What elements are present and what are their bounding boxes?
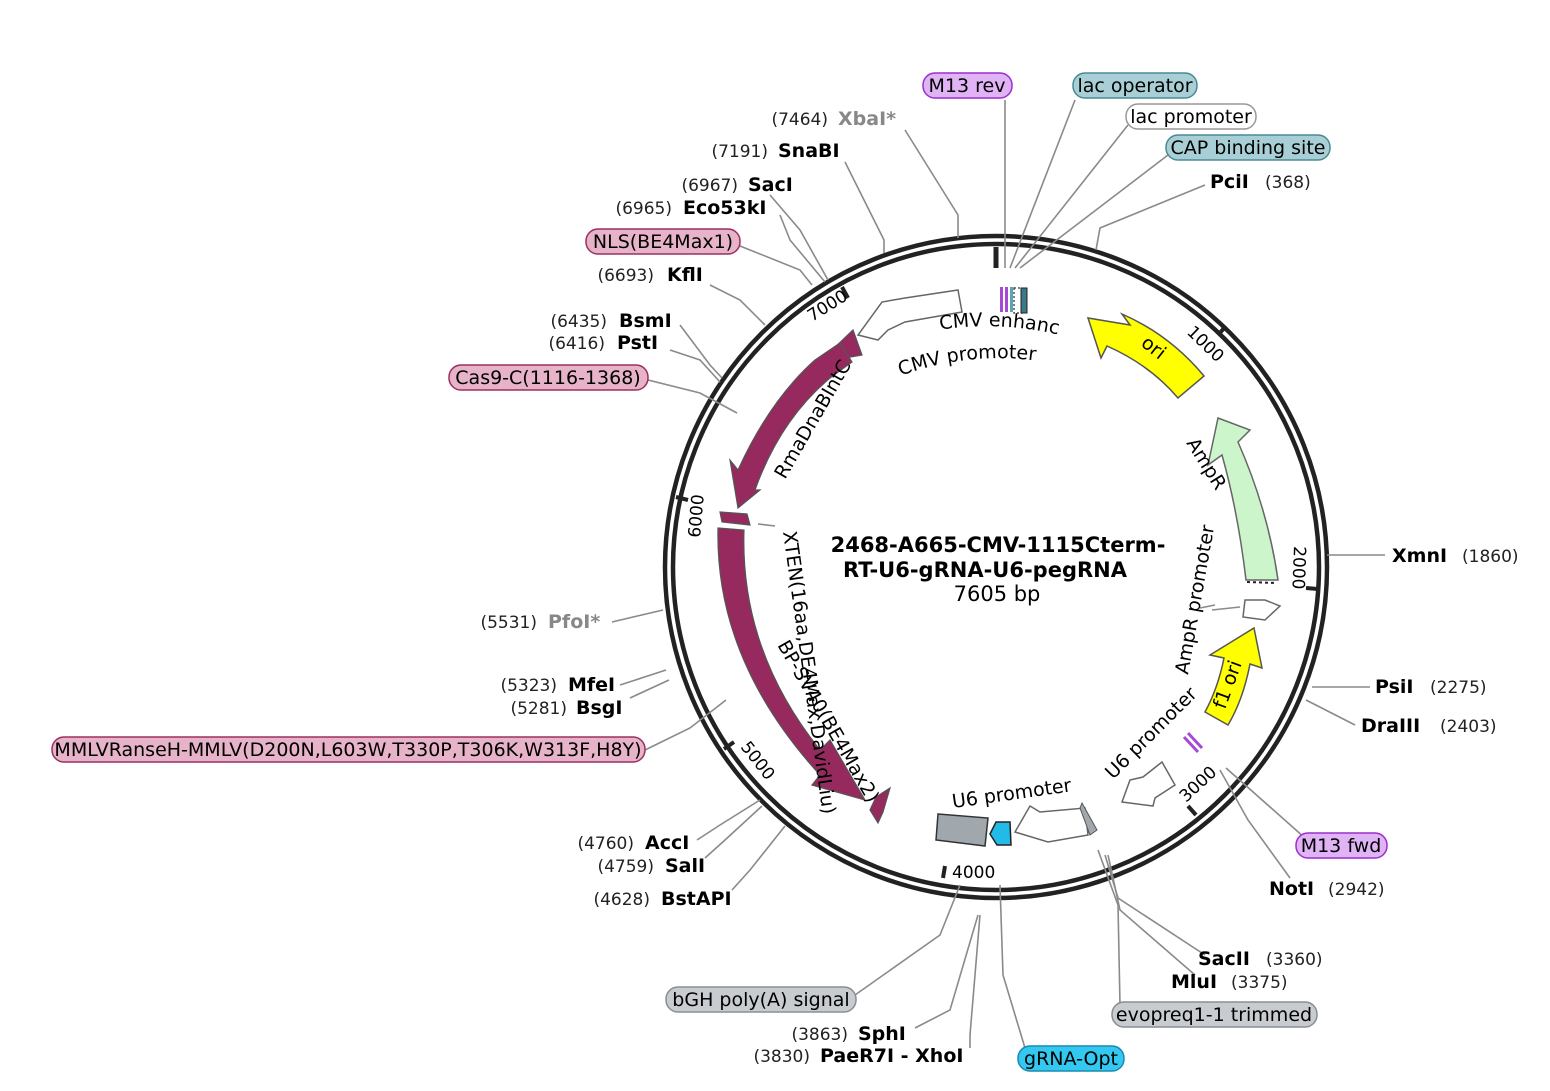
site-mfei: MfeI (568, 674, 615, 696)
origin-feature-marks (1000, 287, 1028, 314)
badge-lac-operator: lac operator (1072, 72, 1198, 99)
svg-text:M13 fwd: M13 fwd (1301, 835, 1382, 857)
svg-text:(3863): (3863) (791, 1025, 848, 1045)
svg-text:bGH poly(A) signal: bGH poly(A) signal (672, 989, 849, 1011)
tick-label-2000: 2000 (1287, 546, 1308, 590)
svg-text:MMLVRanseH-MMLV(D200N,L603W,T3: MMLVRanseH-MMLV(D200N,L603W,T330P,T306K,… (54, 739, 641, 761)
badge-lac-promoter: lac promoter (1125, 103, 1257, 130)
u6-promoter-arrow-2 (1120, 760, 1176, 807)
site-pfoi: PfoI* (548, 611, 600, 633)
badge-grna-opt: gRNA-Opt (1017, 1045, 1125, 1072)
site-psti: PstI (617, 332, 658, 354)
badge-evopreq1: evopreq1-1 trimmed (1111, 1001, 1318, 1028)
site-xmni: XmnI (1392, 545, 1447, 567)
site-sphi: SphI (858, 1023, 906, 1045)
svg-text:(3375): (3375) (1231, 973, 1288, 993)
svg-text:(1860): (1860) (1462, 547, 1519, 567)
scale-ticks (675, 286, 1319, 879)
bgh-polya-block (935, 813, 989, 847)
label-u6-promoter-left: U6 promoter (951, 774, 1073, 813)
svg-text:evopreq1-1 trimmed: evopreq1-1 trimmed (1116, 1004, 1312, 1026)
plasmid-length: 7605 bp (954, 582, 1041, 606)
badge-cap-binding-site: CAP binding site (1165, 134, 1331, 161)
svg-text:(4759): (4759) (597, 857, 654, 877)
svg-text:(7191): (7191) (711, 142, 768, 162)
site-bsgi: BsgI (576, 697, 622, 719)
svg-text:(6693): (6693) (597, 266, 654, 286)
badge-nls-be4max1: NLS(BE4Max1) (585, 228, 741, 255)
svg-text:(3830): (3830) (753, 1047, 810, 1067)
svg-text:(2942): (2942) (1328, 880, 1385, 900)
svg-text:(2403): (2403) (1440, 717, 1497, 737)
feature-badges: M13 rev lac operator lac promoter CAP bi… (51, 72, 1388, 1072)
tick-label-6000: 6000 (685, 494, 709, 539)
leader-lines (611, 99, 1385, 1049)
svg-text:(4760): (4760) (577, 834, 634, 854)
site-pcii: PciI (1210, 171, 1249, 193)
site-psii: PsiI (1375, 676, 1413, 698)
site-xbai: XbaI* (838, 108, 896, 130)
svg-text:gRNA-Opt: gRNA-Opt (1024, 1048, 1118, 1070)
backbone-outer-ring (662, 233, 1330, 901)
ori-arrow (1086, 312, 1206, 400)
svg-text:Cas9-C(1116-1368): Cas9-C(1116-1368) (455, 367, 640, 389)
label-cmv-promoter: CMV promoter (895, 341, 1038, 380)
label-cmv-enhancer: CMV enhancer (0, 0, 1062, 339)
backbone-inner-ring (670, 241, 1322, 893)
f1-ori-arrow (1203, 626, 1263, 727)
ampr-promoter-arrow (1242, 599, 1282, 621)
site-saci: SacI (748, 174, 793, 196)
site-bstapi: BstAPI (661, 888, 732, 910)
plasmid-name-line1: 2468-A665-CMV-1115Cterm- (831, 533, 1166, 557)
svg-text:(6435): (6435) (550, 312, 607, 332)
site-sacii: SacII (1198, 948, 1250, 970)
site-sali: SalI (665, 855, 705, 877)
u6-promoter-arrow-1 (1013, 804, 1089, 843)
site-snabi: SnaBI (778, 140, 840, 162)
tick-label-3000: 3000 (1176, 763, 1221, 807)
ampr-arrow (1206, 416, 1279, 581)
plasmid-name-line2: RT-U6-gRNA-U6-pegRNA (843, 558, 1128, 582)
svg-text:(5323): (5323) (500, 676, 557, 696)
svg-text:(6967): (6967) (681, 176, 738, 196)
site-eco53ki: Eco53kI (683, 197, 766, 219)
svg-text:(3360): (3360) (1266, 950, 1323, 970)
cas9-c-arrow (729, 342, 853, 510)
bp-sv40-arrow (869, 786, 892, 825)
svg-text:M13 rev: M13 rev (929, 75, 1006, 97)
tick-label-4000: 4000 (952, 863, 995, 883)
svg-text:lac promoter: lac promoter (1130, 106, 1252, 128)
svg-text:(7464): (7464) (771, 110, 828, 130)
svg-text:CAP binding site: CAP binding site (1171, 137, 1326, 159)
site-noti: NotI (1269, 878, 1314, 900)
badge-mmlv-rt: MMLVRanseH-MMLV(D200N,L603W,T330P,T306K,… (51, 736, 646, 763)
site-mlui: MluI (1171, 971, 1217, 993)
sites-left: (7464) XbaI* (7191) SnaBI (6967) SacI (6… (480, 108, 963, 1067)
xten-arrow (719, 511, 751, 526)
svg-text:(5531): (5531) (480, 613, 537, 633)
site-acci: AccI (645, 832, 689, 854)
svg-text:(5281): (5281) (510, 699, 567, 719)
label-u6-promoter-right: U6 promoter (1101, 683, 1202, 784)
svg-text:(2275): (2275) (1430, 678, 1487, 698)
badge-m13-rev: M13 rev (922, 72, 1013, 99)
site-bsmi: BsmI (619, 310, 672, 332)
sites-right: PciI (368) XmnI (1860) PsiI (2275) DraII… (1171, 171, 1519, 993)
site-draiii: DraIII (1361, 715, 1420, 737)
cmv-enhancer-arrow (856, 289, 963, 341)
site-paer7i-xhoi: PaeR7I - XhoI (820, 1045, 963, 1067)
site-kfli: KflI (667, 264, 703, 286)
badge-bgh-polya: bGH poly(A) signal (665, 986, 857, 1013)
svg-text:(368): (368) (1265, 173, 1311, 193)
badge-m13-fwd: M13 fwd (1295, 832, 1388, 859)
svg-text:(6965): (6965) (615, 199, 672, 219)
svg-text:lac operator: lac operator (1077, 75, 1192, 97)
svg-text:(4628): (4628) (593, 890, 650, 910)
mmlv-rt-arrow (717, 527, 867, 801)
grna-opt-arrow (989, 821, 1012, 846)
svg-text:NLS(BE4Max1): NLS(BE4Max1) (593, 231, 733, 253)
svg-text:(6416): (6416) (548, 334, 605, 354)
badge-cas9-c: Cas9-C(1116-1368) (448, 364, 649, 391)
